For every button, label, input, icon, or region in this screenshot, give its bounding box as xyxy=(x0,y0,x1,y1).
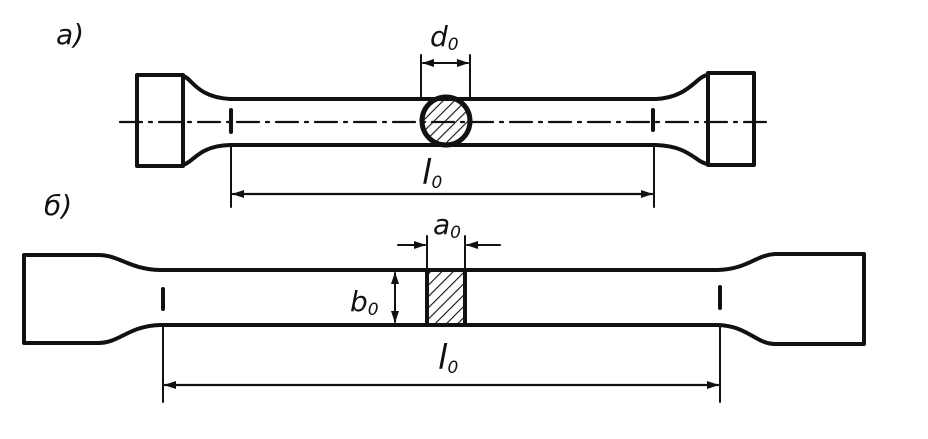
specimen-outline-top xyxy=(181,73,710,101)
d0-label: d0 xyxy=(430,20,459,55)
specimen-outline-bottom xyxy=(181,143,710,167)
part-a-label: а) xyxy=(56,18,84,51)
b0-label: b0 xyxy=(350,285,379,320)
l0-label-a: l0 xyxy=(422,153,442,193)
round-cross-section xyxy=(419,94,473,148)
l0-label-b: l0 xyxy=(438,338,458,378)
rectangular-cross-section xyxy=(425,268,467,327)
left-grip xyxy=(135,73,185,168)
flat-specimen-outline xyxy=(22,252,866,346)
flat-specimen: б) a0 b0 l0 xyxy=(22,189,866,403)
part-b-label: б) xyxy=(44,189,72,222)
right-grip xyxy=(706,71,756,167)
a0-label: a0 xyxy=(433,208,461,243)
round-specimen: а) d0 l0 xyxy=(56,18,772,208)
